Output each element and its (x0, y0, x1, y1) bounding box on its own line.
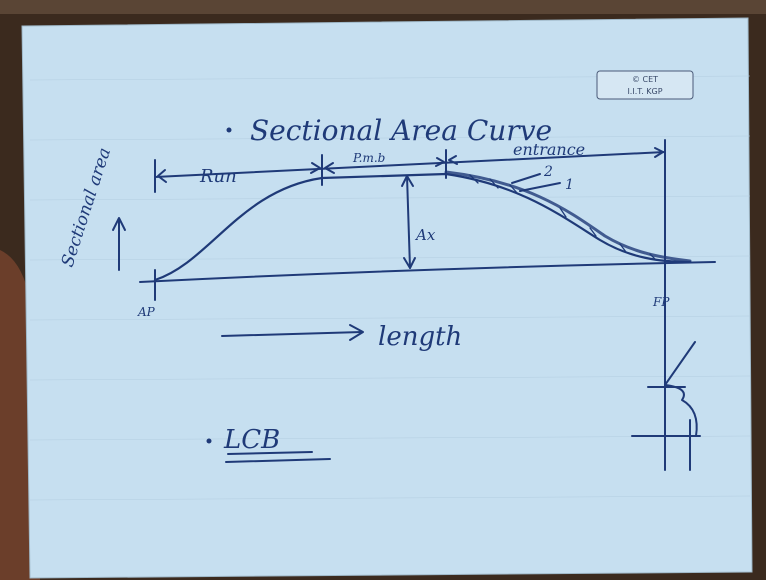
stamp-line-1: © CET (632, 75, 658, 84)
label-lcb: LCB (223, 425, 280, 455)
copyright-stamp: © CET I.I.T. KGP (596, 70, 694, 100)
stamp-line-2: I.I.T. KGP (627, 87, 662, 96)
label-mark-1: 1 (565, 177, 574, 193)
label-run: Run (199, 166, 237, 187)
length-arrow-head (349, 324, 364, 341)
ax-arrow-top (401, 175, 414, 187)
ax-arrow-bottom (403, 257, 416, 269)
heading-bullet (226, 127, 232, 133)
lcb-underline-2 (225, 458, 331, 463)
bow-sketch (631, 341, 701, 471)
label-pmb: P.m.b (352, 151, 385, 165)
heading-title: Sectional Area Curve (250, 114, 552, 147)
label-mark-2: 2 (543, 164, 553, 180)
label-length: length (378, 322, 462, 352)
dimension-line (154, 139, 666, 471)
area-arrow-head (112, 217, 126, 231)
length-arrow-shaft (221, 331, 363, 337)
paper-sheet (21, 17, 753, 579)
top-edge (0, 0, 766, 14)
dimension-arrows (157, 147, 664, 183)
lcb-bullet (206, 438, 212, 444)
baseline (139, 261, 716, 283)
label-ax: Ax (414, 226, 436, 244)
ax-line (406, 175, 411, 269)
label-fp: FP (652, 295, 670, 309)
sectional-area-curve (153, 172, 692, 282)
label-ap: AP (137, 305, 156, 319)
alternate-curve (444, 170, 692, 263)
hatching (469, 174, 657, 261)
lcb-underline-1 (227, 451, 313, 455)
label-entrance: entrance (513, 140, 585, 159)
pointer-lines (511, 173, 561, 192)
